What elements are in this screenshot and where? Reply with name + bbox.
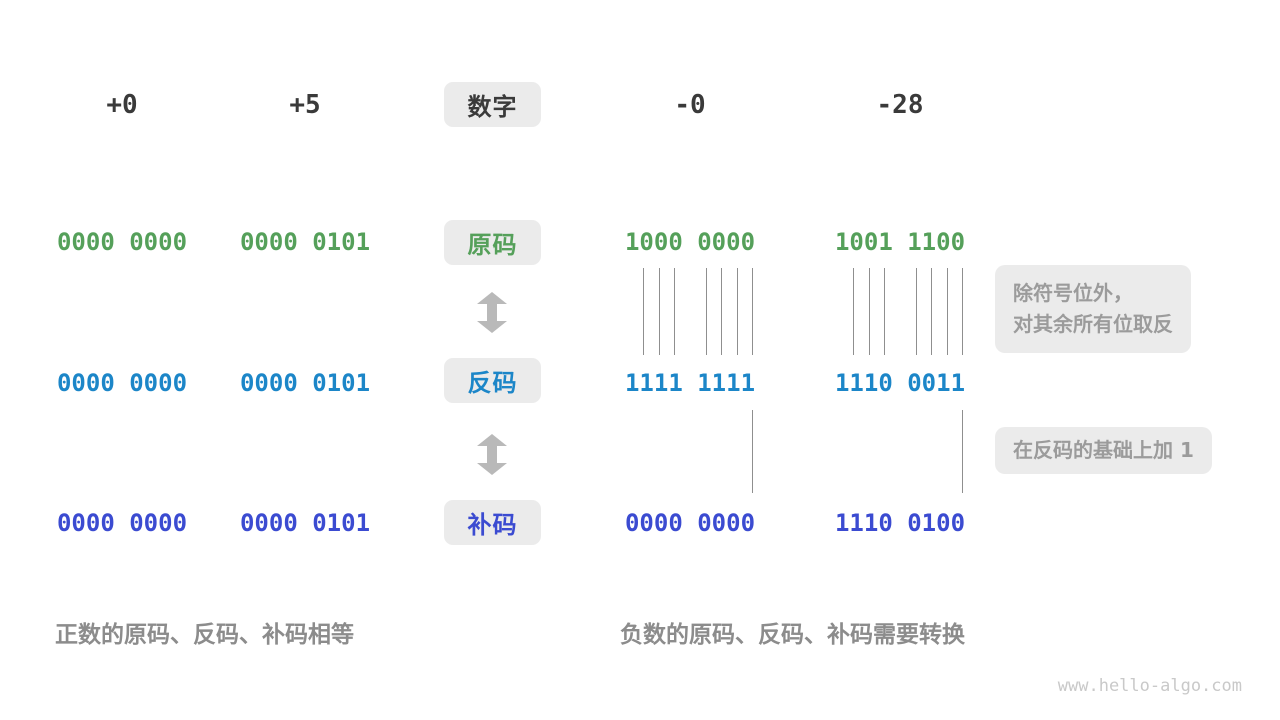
twos-complement-minus-0: 0000 0000 [624, 509, 756, 537]
ones-complement-plus-0: 0000 0000 [56, 369, 188, 397]
header-value-minus-0: -0 [674, 90, 706, 120]
twos-complement-plus-0: 0000 0000 [56, 509, 188, 537]
up-down-arrow-icon [477, 292, 507, 333]
sign-magnitude-plus-0: 0000 0000 [56, 228, 188, 256]
invert-bits-note: 除符号位外， 对其余所有位取反 [995, 265, 1191, 353]
add-one-connector-minus-28 [830, 410, 970, 493]
watermark-url: www.hello-algo.com [1057, 676, 1242, 696]
bit-connector-line [962, 410, 964, 493]
twos-complement-minus-28: 1110 0100 [834, 509, 966, 537]
add-one-note-text: 在反码的基础上加 1 [1013, 438, 1194, 462]
invert-bits-note-line1: 除符号位外， [1013, 281, 1133, 305]
add-one-note: 在反码的基础上加 1 [995, 427, 1212, 474]
ones-complement-minus-0: 1111 1111 [624, 369, 756, 397]
bit-connector-line [752, 410, 754, 493]
row-label-ones-complement-text: 反码 [467, 369, 518, 397]
header-value-minus-28: -28 [876, 90, 924, 120]
invert-bits-note-line2: 对其余所有位取反 [1013, 312, 1173, 336]
ones-complement-plus-5: 0000 0101 [239, 369, 371, 397]
bit-connector-line [736, 268, 738, 355]
bit-connector-line [962, 268, 964, 355]
bit-connector-line [884, 268, 886, 355]
row-label-twos-complement-text: 补码 [467, 511, 518, 539]
sign-magnitude-minus-28: 1001 1100 [834, 228, 966, 256]
row-label-sign-magnitude: 原码 [444, 220, 541, 265]
header-label-number-text: 数字 [467, 93, 518, 121]
caption-negative-numbers: 负数的原码、反码、补码需要转换 [620, 622, 965, 648]
add-one-connector-minus-0 [620, 410, 760, 493]
ones-complement-minus-28: 1110 0011 [834, 369, 966, 397]
bit-connector-line [705, 268, 707, 355]
sign-magnitude-plus-5: 0000 0101 [239, 228, 371, 256]
bit-connector-line [868, 268, 870, 355]
caption-positive-numbers: 正数的原码、反码、补码相等 [55, 622, 354, 648]
bit-connector-line [853, 268, 855, 355]
row-label-twos-complement: 补码 [444, 500, 541, 545]
invert-bit-connectors-minus-0 [620, 268, 760, 355]
bit-connector-line [721, 268, 723, 355]
header-value-plus-5: +5 [289, 90, 321, 120]
invert-bit-connectors-minus-28 [830, 268, 970, 355]
row-label-sign-magnitude-text: 原码 [467, 231, 518, 259]
header-label-number: 数字 [444, 82, 541, 127]
bit-connector-line [915, 268, 917, 355]
sign-magnitude-minus-0: 1000 0000 [624, 228, 756, 256]
bit-connector-line [752, 268, 754, 355]
header-value-plus-0: +0 [106, 90, 138, 120]
twos-complement-plus-5: 0000 0101 [239, 509, 371, 537]
bit-connector-line [674, 268, 676, 355]
row-label-ones-complement: 反码 [444, 358, 541, 403]
bit-connector-line [931, 268, 933, 355]
up-down-arrow-icon [477, 434, 507, 475]
bit-connector-line [946, 268, 948, 355]
bit-connector-line [658, 268, 660, 355]
bit-connector-line [643, 268, 645, 355]
